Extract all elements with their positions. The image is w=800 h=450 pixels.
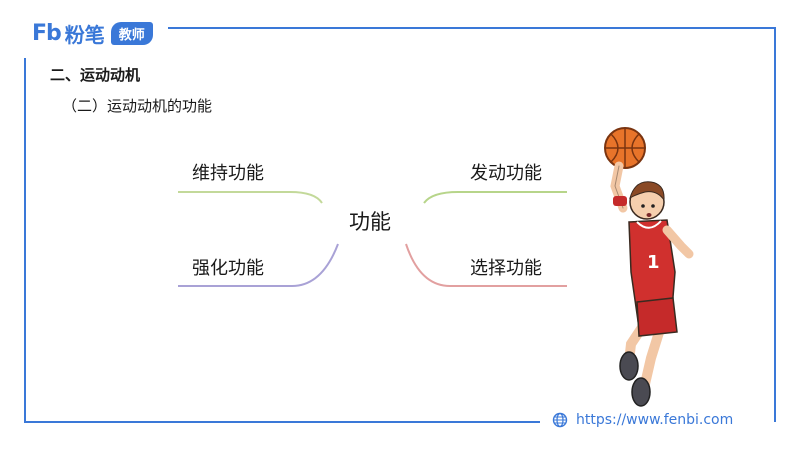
footer-url-text[interactable]: https://www.fenbi.com <box>576 412 734 428</box>
frame-right-line <box>774 27 776 422</box>
basketball-icon <box>604 127 646 169</box>
fenbi-logo: Fb 粉笔 教师 <box>32 20 153 47</box>
basketball-player-illustration: 1 <box>604 127 694 407</box>
branch-reinforce: 强化功能 <box>192 258 264 279</box>
mindmap-center: 功能 <box>349 210 391 234</box>
branch-select: 选择功能 <box>470 258 542 279</box>
footer-url[interactable]: https://www.fenbi.com <box>552 412 733 428</box>
branch-initiate: 发动功能 <box>470 163 542 184</box>
connector-select <box>405 243 567 287</box>
section-heading: 二、运动动机 <box>50 66 141 84</box>
logo-brand: 粉笔 <box>64 22 105 47</box>
frame-left-line <box>24 58 26 422</box>
connector-initiate <box>423 191 567 204</box>
globe-icon <box>552 412 568 428</box>
logo-badge: 教师 <box>110 21 153 45</box>
frame-bottom-line <box>24 421 540 423</box>
connector-maintain <box>178 191 323 204</box>
section-subheading: （二）运动动机的功能 <box>62 97 213 115</box>
branch-maintain: 维持功能 <box>192 163 264 184</box>
svg-text:1: 1 <box>647 252 660 273</box>
frame-top-line <box>168 27 776 29</box>
logo-mark: Fb <box>32 20 62 46</box>
connector-reinforce <box>178 243 339 287</box>
